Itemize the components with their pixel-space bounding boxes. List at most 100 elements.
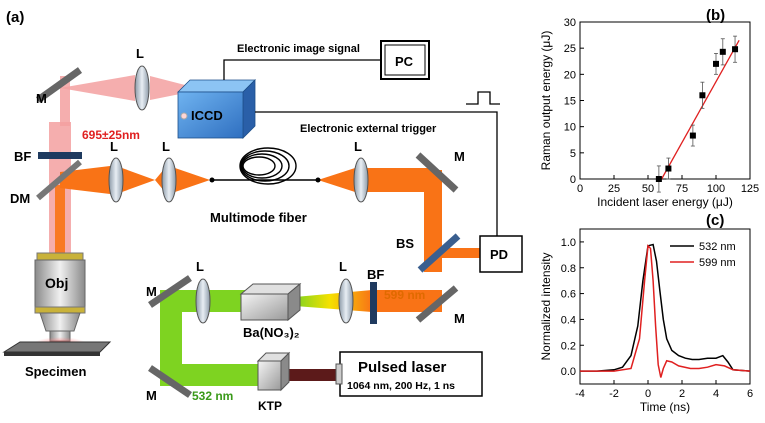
label-band-filter-2: BF <box>367 267 384 282</box>
chart-c-y-tick-label: 0.2 <box>561 340 576 352</box>
excitation-beam-right <box>365 168 430 192</box>
panel-label-c: (c) <box>706 212 724 229</box>
lens-6 <box>338 278 354 324</box>
band-filter-top <box>38 152 82 159</box>
chart-c-y-tick-label: 0.8 <box>561 263 576 275</box>
chart-b-y-axis-title: Raman output energy (μJ) <box>539 31 553 171</box>
raman-line-label: 599 nm <box>384 288 425 302</box>
chart-c-x-axis-title: Time (ns) <box>640 400 690 414</box>
chart-c-y-tick-label: 0.6 <box>561 289 576 301</box>
label-dichroic: DM <box>10 191 30 206</box>
iccd-label: ICCD <box>191 108 223 123</box>
chart-b-y-tick-label: 15 <box>564 96 576 108</box>
chart-b-frame <box>579 21 751 180</box>
fiber-end-right <box>315 177 321 183</box>
chart-c-x-tick-label: 2 <box>679 388 685 400</box>
chart-c-series-line <box>580 243 751 372</box>
chart-b-x-tick-label: 125 <box>741 183 759 195</box>
excitation-beam-vertical <box>424 170 442 272</box>
label-mirror-2: M <box>454 149 465 164</box>
chart-c-x-tick-label: 6 <box>747 388 753 400</box>
dichroic-mirror <box>36 159 82 201</box>
label-beam-splitter: BS <box>396 236 414 251</box>
chart-b-y-tick-label: 30 <box>564 17 576 29</box>
excitation-beam-from-fiber <box>318 168 355 192</box>
chart-b-point <box>732 46 739 53</box>
chart-b-y-tick-label: 10 <box>564 122 576 134</box>
iccd-camera <box>177 79 256 139</box>
mirror-top-left <box>35 67 83 103</box>
fiber-coil <box>239 147 297 185</box>
label-lens-1: L <box>136 46 144 61</box>
chart-c-frame <box>579 228 751 385</box>
raman-beam-output <box>372 290 442 312</box>
chart-b-point <box>655 176 662 182</box>
lens-4 <box>353 157 369 203</box>
chart-c-x-tick-label: -2 <box>609 388 619 400</box>
excitation-beam-focus-1 <box>122 168 155 192</box>
chart-c-legend-label: 532 nm <box>699 241 736 253</box>
beam-to-photodiode <box>440 248 480 258</box>
excitation-beam-to-fiber <box>175 168 210 192</box>
fiber-end-left <box>209 177 215 183</box>
label-band-filter-1: BF <box>14 149 31 164</box>
chart-c-y-tick-label: 1.0 <box>561 237 576 249</box>
chart-b-x-tick-label: 100 <box>707 183 725 195</box>
chart-b-point <box>713 60 719 67</box>
pc-label: PC <box>395 54 414 69</box>
lens-3 <box>161 157 177 203</box>
raman-crystal <box>239 282 302 322</box>
mirror-right-top <box>415 152 459 193</box>
trigger-wire <box>255 111 498 236</box>
chart-c-y-tick-label: 0.0 <box>561 366 576 378</box>
mirror-green-top <box>148 275 192 308</box>
ktp-crystal <box>256 351 291 392</box>
specimen-slide <box>2 341 112 353</box>
collection-beam-corner <box>60 76 70 126</box>
photodiode-box <box>479 235 523 273</box>
chart-c-legend-label: 599 nm <box>699 257 736 269</box>
image-signal-wire <box>223 59 381 80</box>
panel-label-a: (a) <box>6 9 24 26</box>
chart-b-point <box>719 48 726 55</box>
chart-c-x-tick-label: 4 <box>713 388 719 400</box>
green-beam-bottom <box>160 364 265 386</box>
objective-label: Obj <box>45 275 68 291</box>
chart-c-x-tick-label: -4 <box>575 388 585 400</box>
label-mirror-1: M <box>36 91 47 106</box>
lens-5 <box>195 278 211 324</box>
objective <box>34 252 86 342</box>
green-line-label: 532 nm <box>192 389 233 403</box>
chart-b-x-axis-title: Incident laser energy (μJ) <box>597 195 733 209</box>
excitation-beam-left <box>60 166 110 194</box>
collection-beam-to-iccd <box>150 76 185 100</box>
band-filter-bottom <box>370 282 377 324</box>
trigger-pulse-icon <box>466 91 500 105</box>
image-signal-label: Electronic image signal <box>237 43 360 55</box>
chart-b-point <box>699 92 706 99</box>
chart-b-x-tick-label: 25 <box>608 183 620 195</box>
mirror-green-bottom <box>148 365 192 398</box>
chart-c-y-axis-title: Normalized intensity <box>539 252 553 360</box>
chart-b-point <box>689 132 696 139</box>
specimen-label: Specimen <box>25 364 86 379</box>
lens-2 <box>108 157 124 203</box>
raman-beam <box>295 290 372 312</box>
ktp-label: KTP <box>258 399 282 413</box>
label-lens-6: L <box>339 259 347 274</box>
label-lens-5: L <box>196 259 204 274</box>
label-lens-2: L <box>110 139 118 154</box>
chart-b-y-tick-label: 5 <box>570 148 576 160</box>
chart-b-y-tick-label: 0 <box>570 174 576 186</box>
label-mirror-3: M <box>454 311 465 326</box>
photodiode-label: PD <box>490 247 508 262</box>
trigger-label: Electronic external trigger <box>300 123 437 135</box>
chart-b-x-tick-label: 0 <box>577 183 583 195</box>
laser-box <box>339 351 483 397</box>
chart-b-y-tick-label: 25 <box>564 43 576 55</box>
lens-1 <box>134 65 150 111</box>
laser-spec: 1064 nm, 200 Hz, 1 ns <box>347 380 455 392</box>
